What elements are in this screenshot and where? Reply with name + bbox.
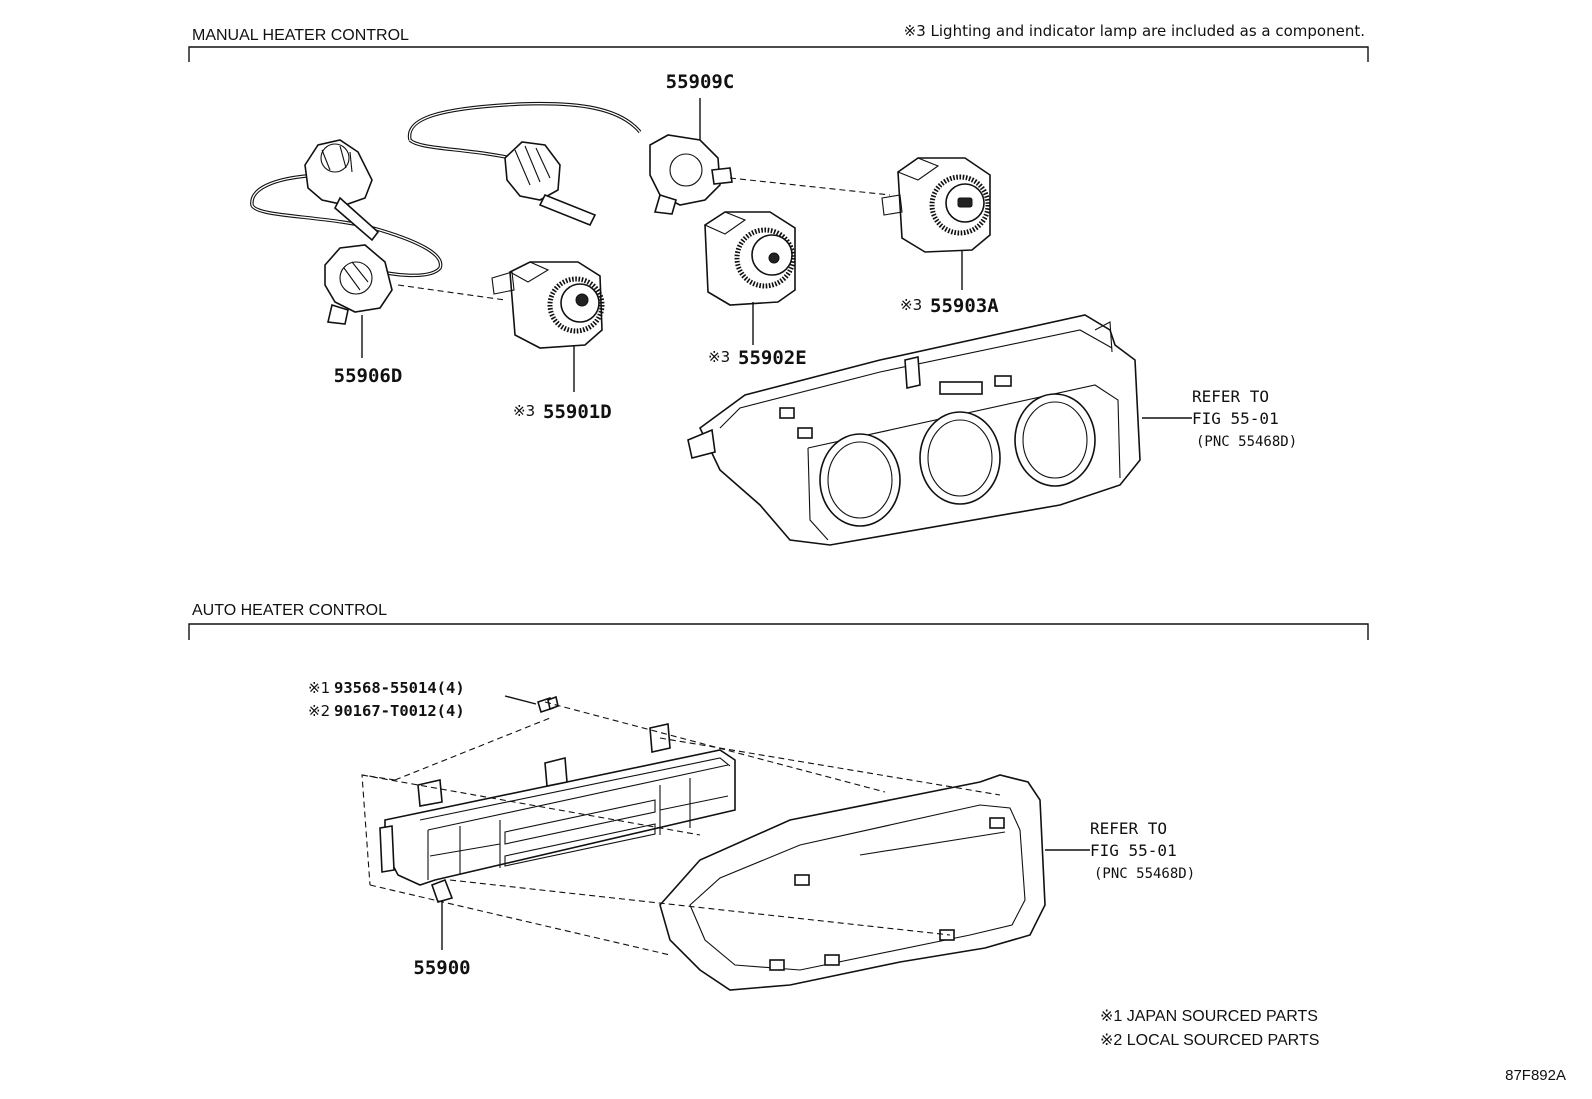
- alignment-line-55906d: [397, 284, 506, 301]
- component-note: ※3 Lighting and indicator lamp are inclu…: [904, 22, 1365, 40]
- manual-section-title: MANUAL HEATER CONTROL: [192, 27, 409, 44]
- control-cable-assembly-left: [250, 139, 443, 325]
- part-number-55901d: 55901D: [543, 401, 612, 423]
- auto-section-title: AUTO HEATER CONTROL: [192, 602, 387, 619]
- part-number-55906d: 55906D: [334, 365, 403, 387]
- auto-section-bracket: [188, 623, 1369, 640]
- alignment-line-auto-6: [369, 884, 671, 956]
- control-cable-assembly-right: [407, 101, 733, 227]
- screw-part-number-1: 93568-55014(4): [334, 679, 465, 697]
- screw-93568: [537, 695, 559, 714]
- auto-control-bezel: [659, 774, 1046, 991]
- alignment-line-auto-4: [394, 717, 551, 781]
- auto-refer-line1: REFER TO: [1090, 819, 1167, 838]
- screw-part-number-2: 90167-T0012(4): [334, 702, 465, 720]
- alignment-line-auto-7: [449, 879, 951, 936]
- manual-control-panel-housing: [687, 314, 1141, 546]
- manual-refer-line3: (PNC 55468D): [1196, 434, 1297, 450]
- alignment-line-auto-5: [361, 774, 701, 836]
- screw-mark-2: ※2: [308, 702, 330, 720]
- knob-55901d: [491, 261, 605, 349]
- knob-55903a: [881, 157, 991, 253]
- part-number-55902e: 55902E: [738, 347, 807, 369]
- leader-screw: [504, 695, 537, 705]
- part-number-55909c: 55909C: [666, 71, 735, 93]
- part-number-55900: 55900: [413, 957, 470, 979]
- legend-japan-sourced: ※1 JAPAN SOURCED PARTS: [1100, 1008, 1318, 1025]
- figure-code: 87F892A: [1505, 1067, 1566, 1084]
- knob-55902e: [703, 211, 796, 306]
- alignment-line-auto-2: [659, 737, 1001, 796]
- part-mark-55903a: ※3: [900, 296, 922, 314]
- legend-local-sourced: ※2 LOCAL SOURCED PARTS: [1100, 1032, 1319, 1049]
- auto-refer-line3: (PNC 55468D): [1094, 866, 1195, 882]
- part-mark-55902e: ※3: [708, 348, 730, 366]
- manual-section-bracket: [188, 46, 1369, 62]
- auto-refer-line2: FIG 55-01: [1090, 841, 1177, 860]
- manual-refer-line1: REFER TO: [1192, 387, 1269, 406]
- part-number-55903a: 55903A: [930, 295, 999, 317]
- auto-control-unit-55900: [379, 723, 736, 903]
- screw-mark-1: ※1: [308, 679, 330, 697]
- part-mark-55901d: ※3: [513, 402, 535, 420]
- manual-refer-line2: FIG 55-01: [1192, 409, 1279, 428]
- alignment-line-55909c: [729, 177, 891, 196]
